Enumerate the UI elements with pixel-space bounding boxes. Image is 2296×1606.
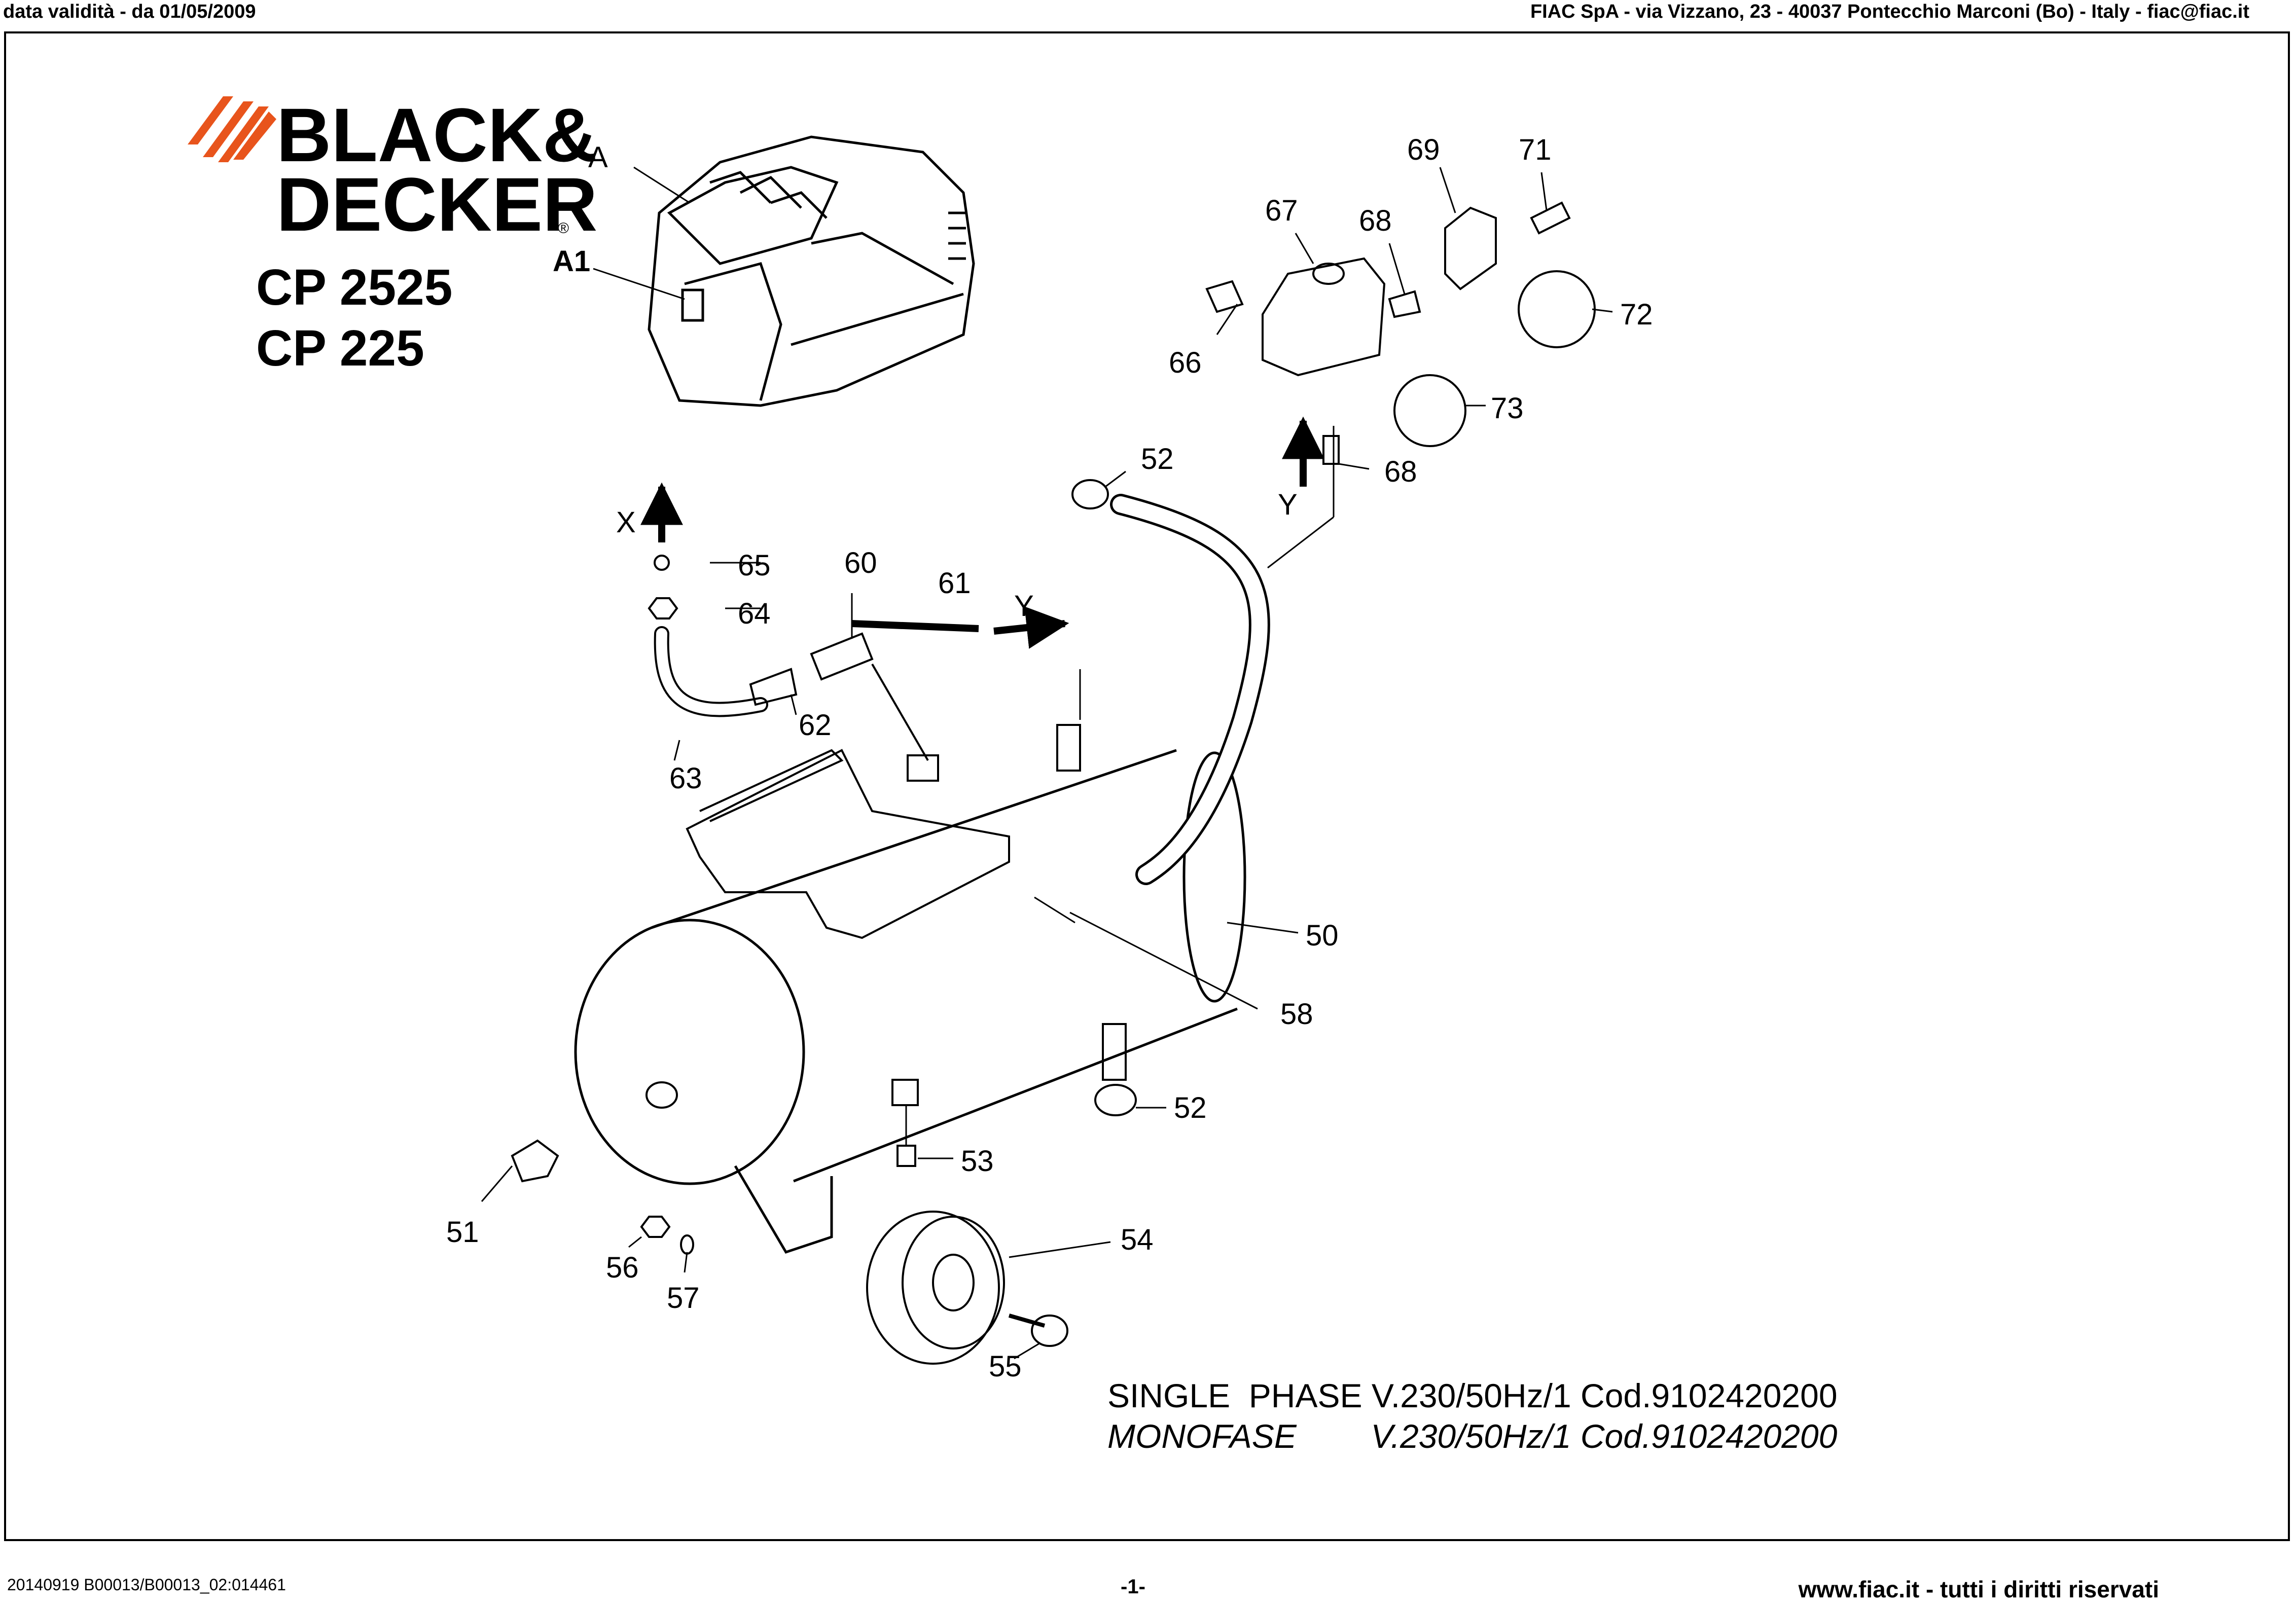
footer-website: www.fiac.it - tutti i diritti riservati xyxy=(1798,1576,2159,1602)
brand-logo: BLACK& DECKER ® xyxy=(188,92,597,247)
label-52b: 52 xyxy=(1174,1091,1207,1124)
label-57: 57 xyxy=(667,1282,700,1315)
air-tank xyxy=(574,749,1246,1254)
label-56: 56 xyxy=(606,1251,639,1284)
label-x: X xyxy=(616,506,636,539)
fitting-62 xyxy=(749,668,798,706)
brand-line2: DECKER xyxy=(276,162,597,247)
company-address: FIAC SpA - via Vizzano, 23 - 40037 Ponte… xyxy=(1530,1,2249,22)
nut-56 xyxy=(640,1216,671,1238)
label-72: 72 xyxy=(1620,298,1653,331)
screw-58 xyxy=(1034,896,1075,924)
axle-bolt-55 xyxy=(1031,1315,1068,1347)
regulator-69 xyxy=(1444,206,1497,290)
label-66: 66 xyxy=(1169,346,1202,379)
label-71: 71 xyxy=(1519,133,1552,166)
drawing-frame xyxy=(4,31,2290,1541)
fitting-66 xyxy=(1205,280,1244,313)
label-52a: 52 xyxy=(1141,443,1174,476)
document-code: 20140919 B00013/B00013_02:014461 xyxy=(7,1576,286,1594)
valve-60 xyxy=(810,632,874,681)
cap-53 xyxy=(891,1079,919,1106)
label-64: 64 xyxy=(738,597,771,630)
cap-52a xyxy=(1071,479,1109,509)
nut-64 xyxy=(648,597,678,619)
label-y1: Y xyxy=(1014,590,1034,623)
pump-mounting-plate xyxy=(686,749,1010,939)
cap-52b xyxy=(1094,1084,1137,1116)
label-50: 50 xyxy=(1306,919,1339,952)
tank-drain-boss xyxy=(1102,1023,1127,1081)
tank-plug xyxy=(645,1081,678,1109)
label-62: 62 xyxy=(799,709,832,742)
model-cp2525: CP 2525 xyxy=(256,259,453,316)
spec-line-en: SINGLE PHASE V.230/50Hz/1 Cod.9102420200 xyxy=(1107,1377,1838,1414)
washer-57 xyxy=(680,1234,694,1255)
label-51: 51 xyxy=(446,1216,479,1249)
label-69: 69 xyxy=(1407,133,1440,166)
brand-line1: BLACK& xyxy=(276,92,597,177)
label-68a: 68 xyxy=(1359,204,1392,237)
label-53: 53 xyxy=(961,1145,994,1178)
label-55: 55 xyxy=(989,1350,1022,1383)
valve-sleeve xyxy=(907,754,939,782)
validity-date: data validità - da 01/05/2009 xyxy=(3,1,256,22)
connector-71 xyxy=(1530,201,1571,235)
spec-line-it: MONOFASE V.230/50Hz/1 Cod.9102420200 xyxy=(1107,1417,1838,1455)
label-58: 58 xyxy=(1280,998,1313,1031)
gauge-73 xyxy=(1393,374,1466,447)
label-a: A xyxy=(588,141,608,174)
fitting-68b xyxy=(1322,435,1340,465)
pressure-switch-67 xyxy=(1262,257,1386,377)
label-65: 65 xyxy=(738,549,771,582)
label-73: 73 xyxy=(1491,392,1524,425)
label-y2: Y xyxy=(1278,488,1298,521)
label-68b: 68 xyxy=(1384,455,1417,488)
pump-head xyxy=(648,135,975,407)
page-number: -1- xyxy=(1121,1576,1145,1598)
plug-51 xyxy=(511,1139,559,1183)
label-63: 63 xyxy=(669,762,702,795)
label-60: 60 xyxy=(844,546,877,579)
valve-53 xyxy=(896,1145,916,1167)
model-cp225: CP 225 xyxy=(256,320,424,377)
label-61: 61 xyxy=(938,567,971,600)
label-54: 54 xyxy=(1121,1223,1154,1256)
tank-outlet-boss xyxy=(1056,724,1081,772)
gauge-72 xyxy=(1518,270,1596,348)
seal-65 xyxy=(654,555,670,571)
label-67: 67 xyxy=(1265,194,1298,227)
registered-mark: ® xyxy=(558,220,569,237)
label-a1: A1 xyxy=(553,245,590,278)
tube-61 xyxy=(851,620,979,632)
logo-stripes-icon xyxy=(188,96,276,162)
wheel-54 xyxy=(866,1211,1000,1365)
fitting-68 xyxy=(1388,290,1421,318)
arrow-y-icon xyxy=(993,606,1069,649)
